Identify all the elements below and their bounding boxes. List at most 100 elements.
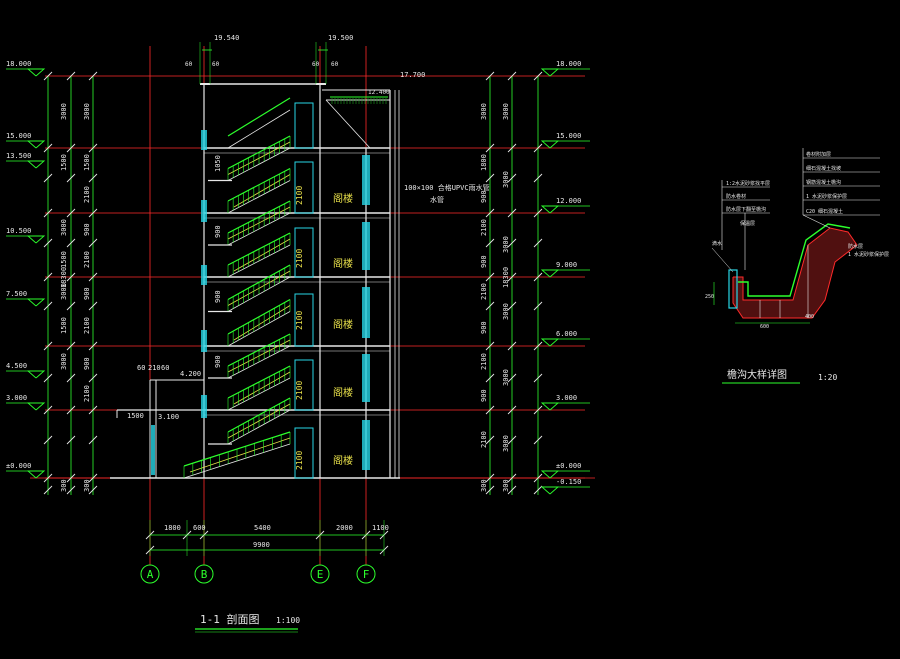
door-height-label: 2100 bbox=[295, 451, 304, 470]
detail-dimension: 250 bbox=[705, 294, 714, 300]
dimension-tick bbox=[43, 473, 53, 483]
dimension-tick bbox=[485, 485, 495, 495]
eave-elevation-small: 12.400 bbox=[368, 89, 390, 96]
dimension-text: 900 bbox=[480, 190, 488, 203]
dimension-tick bbox=[43, 173, 53, 183]
dimension-tick bbox=[88, 208, 98, 218]
canopy-dim: 60 bbox=[161, 364, 169, 372]
span-dim: 5400 bbox=[254, 524, 271, 532]
canopy-elevation: 3.100 bbox=[158, 413, 179, 421]
dimension-tick bbox=[533, 272, 543, 282]
stair-height-label: 900 bbox=[214, 355, 222, 368]
room-label: 阁楼 bbox=[333, 318, 353, 331]
stair-handrail bbox=[227, 97, 291, 137]
window-opening bbox=[201, 200, 207, 222]
dimension-tick bbox=[88, 405, 98, 415]
dimension-tick bbox=[66, 238, 76, 248]
dimension-tick bbox=[88, 473, 98, 483]
elevation-text: 15.000 bbox=[556, 132, 581, 140]
elevation-text: 18.000 bbox=[556, 60, 581, 68]
dimension-tick bbox=[507, 173, 517, 183]
dimension-text: 900 bbox=[480, 255, 488, 268]
dimension-tick bbox=[485, 435, 495, 445]
dimension-tick bbox=[507, 435, 517, 445]
eave-brace bbox=[325, 99, 371, 149]
dimension-tick bbox=[66, 373, 76, 383]
dimension-tick bbox=[88, 143, 98, 153]
elevation-markers-right: 18.00015.00012.0009.0006.0003.000±0.000-… bbox=[540, 60, 590, 495]
elevation-triangle bbox=[540, 68, 560, 77]
stair-height-label: 900 bbox=[214, 290, 222, 303]
dimension-tick bbox=[485, 301, 495, 311]
dimension-text: 300 bbox=[480, 479, 488, 492]
dimension-tick bbox=[66, 143, 76, 153]
dimension-tick bbox=[533, 143, 543, 153]
dimension-tick bbox=[43, 238, 53, 248]
elevation-triangle bbox=[26, 68, 46, 77]
stair-tread-line bbox=[233, 174, 291, 208]
span-dim: 1800 bbox=[164, 524, 181, 532]
dimension-text: 3000 bbox=[480, 103, 488, 120]
dimension-tick bbox=[88, 485, 98, 495]
dimension-text: 3000 bbox=[60, 103, 68, 120]
dimension-tick bbox=[88, 71, 98, 81]
dimension-tick bbox=[66, 272, 76, 282]
stair-height-label: 1050 bbox=[214, 155, 222, 172]
dimension-tick bbox=[88, 272, 98, 282]
dimension-tick bbox=[43, 485, 53, 495]
elevation-text: 18.000 bbox=[6, 60, 31, 68]
dimension-tick bbox=[507, 71, 517, 81]
grid-axis-lines bbox=[149, 46, 367, 565]
stair-tread-line bbox=[233, 238, 291, 272]
stair-flights bbox=[183, 97, 291, 479]
dimension-tick bbox=[533, 473, 543, 483]
detail-note: 钢筋混凝土檐沟 bbox=[806, 179, 841, 186]
dimension-tick bbox=[88, 341, 98, 351]
window-opening bbox=[201, 395, 207, 418]
dimension-chains: 3000150030001500300015003000183003003000… bbox=[43, 42, 543, 556]
room-label: 阁楼 bbox=[333, 386, 353, 399]
door-height-label: 2100 bbox=[295, 249, 304, 268]
dimension-tick bbox=[43, 301, 53, 311]
bottom-dimension-chain: 1800 600 5400 2000 1100 9900 bbox=[164, 524, 389, 549]
dimension-text: 1500 bbox=[83, 154, 91, 171]
dimension-text: 300 bbox=[502, 479, 510, 492]
window-opening bbox=[362, 420, 370, 470]
canopy-length: 1500 bbox=[127, 412, 144, 420]
dimension-tick bbox=[66, 173, 76, 183]
gutter-waterproofing bbox=[738, 223, 851, 297]
dimension-tick bbox=[507, 473, 517, 483]
elevation-text: 15.000 bbox=[6, 132, 31, 140]
door-height-label: 2100 bbox=[295, 186, 304, 205]
door-opening bbox=[294, 102, 314, 149]
dimension-tick bbox=[485, 272, 495, 282]
section-labels: 阁楼 阁楼 阁楼 阁楼 阁楼 2100 2100 2100 2100 2100 … bbox=[127, 34, 490, 470]
dimension-tick bbox=[88, 373, 98, 383]
gutter-detail-drawing: 檐沟大样详图 1:20 1:2水泥砂浆找平层防水卷材防水层下翻至檐沟保温层卷材附… bbox=[705, 148, 889, 384]
elevation-markers-left: 18.00015.00013.50010.5007.5004.5003.000±… bbox=[6, 60, 46, 479]
detail-note: 1:2水泥砂浆找平层 bbox=[726, 180, 770, 187]
dimension-text: 3000 bbox=[502, 103, 510, 120]
dimension-text: 3000 bbox=[60, 283, 68, 300]
dimension-tick bbox=[533, 435, 543, 445]
dimension-tick bbox=[533, 341, 543, 351]
room-label: 阁楼 bbox=[333, 257, 353, 270]
room-label: 阁楼 bbox=[333, 454, 353, 467]
dimension-tick bbox=[88, 238, 98, 248]
eave-elevation: 17.700 bbox=[400, 71, 425, 79]
dimension-tick bbox=[88, 435, 98, 445]
dimension-tick bbox=[485, 373, 495, 383]
stair-tread-line bbox=[233, 371, 291, 405]
dimension-text: 1500 bbox=[60, 154, 68, 171]
section-scale: 1:100 bbox=[276, 616, 300, 625]
dimension-text: 1500 bbox=[60, 317, 68, 334]
elevation-text: ±0.000 bbox=[556, 462, 581, 470]
dimension-tick bbox=[507, 208, 517, 218]
dimension-text: 300 bbox=[60, 479, 68, 492]
grid-axis-bubbles: A B E F bbox=[140, 564, 376, 584]
detail-note: 细石混凝土找坡 bbox=[806, 165, 841, 172]
stair-height-label: 900 bbox=[214, 225, 222, 238]
door-opening bbox=[294, 227, 314, 278]
section-title-block: 1-1 剖面图 1:100 bbox=[195, 612, 300, 633]
